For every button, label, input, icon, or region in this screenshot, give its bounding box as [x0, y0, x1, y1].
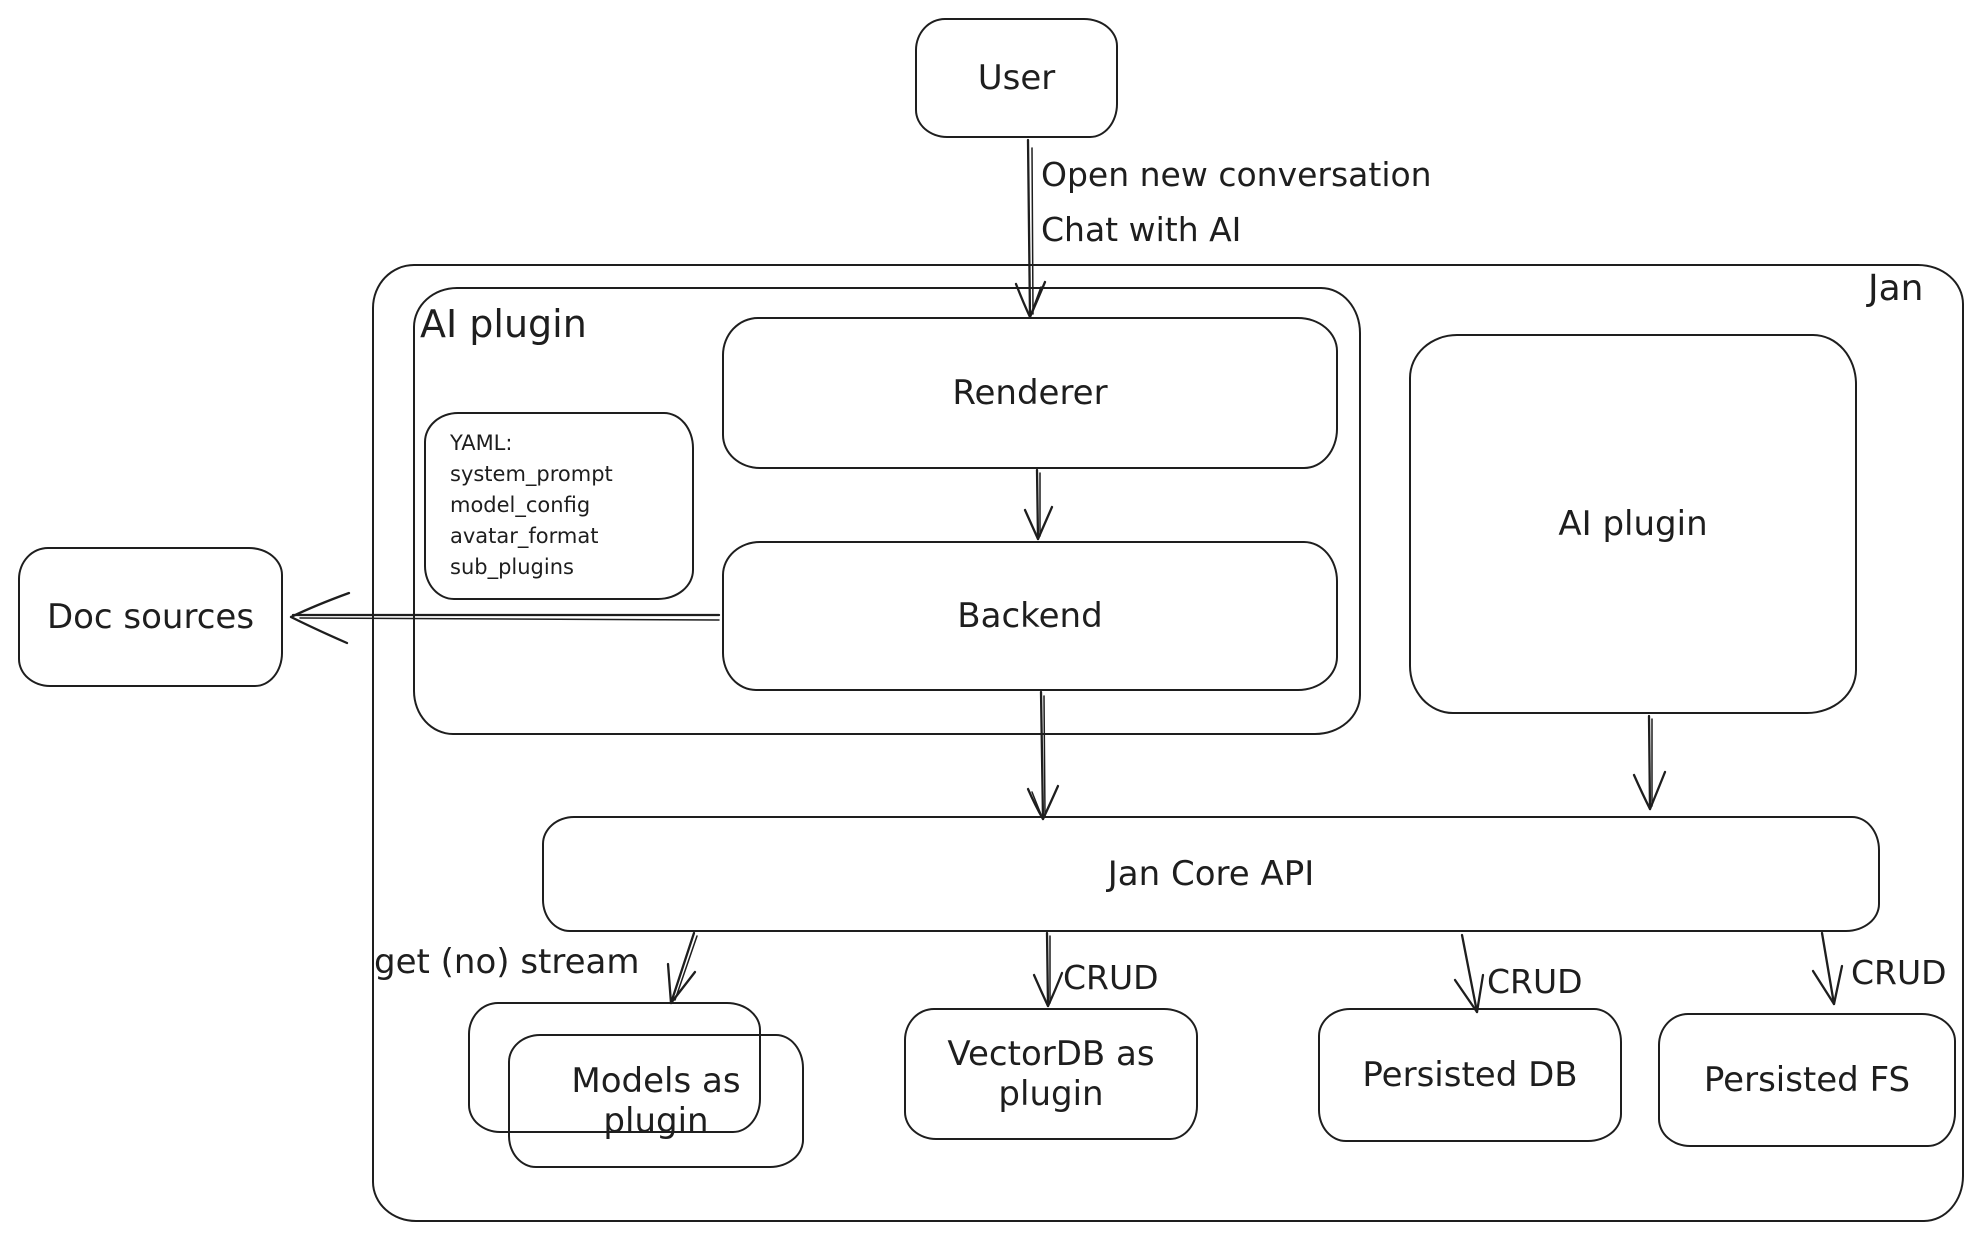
- doc-sources-node: Doc sources: [18, 547, 283, 687]
- persisted-fs-node: Persisted FS: [1658, 1013, 1956, 1147]
- vectordb-plugin-node-label: VectorDB as plugin: [947, 1033, 1155, 1114]
- persisted-fs-node-label: Persisted FS: [1703, 1059, 1911, 1100]
- edge-label-get-no-stream: get (no) stream: [374, 942, 640, 982]
- user-node-label: User: [977, 57, 1056, 98]
- backend-node-label: Backend: [957, 595, 1103, 636]
- yaml-note-title: YAML:: [450, 431, 513, 455]
- renderer-node-label: Renderer: [952, 372, 1108, 413]
- backend-node: Backend: [722, 541, 1338, 691]
- ai-plugin-node: AI plugin: [1409, 334, 1857, 714]
- yaml-note-box: YAML: system_prompt model_config avatar_…: [424, 412, 694, 600]
- persisted-db-node-label: Persisted DB: [1362, 1054, 1578, 1095]
- jan-container: [372, 264, 1964, 1222]
- yaml-note-line: avatar_format: [450, 524, 599, 548]
- jan-core-api-node: Jan Core API: [542, 816, 1880, 932]
- edge-label-crud-persisted-db: CRUD: [1487, 962, 1583, 1001]
- edge-label-crud-vectordb: CRUD: [1063, 958, 1159, 997]
- user-node: User: [915, 18, 1118, 138]
- jan-container-label: Jan: [1868, 268, 1924, 309]
- yaml-note-line: model_config: [450, 493, 591, 517]
- persisted-db-node: Persisted DB: [1318, 1008, 1622, 1142]
- models-plugin-node-label: Models as plugin: [571, 1060, 741, 1141]
- jan-core-api-node-label: Jan Core API: [1107, 853, 1315, 894]
- yaml-note-line: system_prompt: [450, 462, 613, 486]
- edge-label-open-conversation: Open new conversation: [1041, 155, 1432, 194]
- ai-plugin-group-label: AI plugin: [420, 302, 587, 346]
- models-plugin-node: Models as plugin: [508, 1034, 804, 1168]
- ai-plugin-node-label: AI plugin: [1558, 503, 1708, 544]
- doc-sources-node-label: Doc sources: [46, 596, 255, 637]
- models-plugin-node-back: [468, 1002, 761, 1133]
- ai-plugin-group-container: [413, 287, 1361, 735]
- yaml-note-line: sub_plugins: [450, 555, 574, 579]
- edge-label-crud-persisted-fs: CRUD: [1851, 953, 1947, 992]
- vectordb-plugin-node: VectorDB as plugin: [904, 1008, 1198, 1140]
- edge-label-chat-with-ai: Chat with AI: [1041, 210, 1242, 249]
- renderer-node: Renderer: [722, 317, 1338, 469]
